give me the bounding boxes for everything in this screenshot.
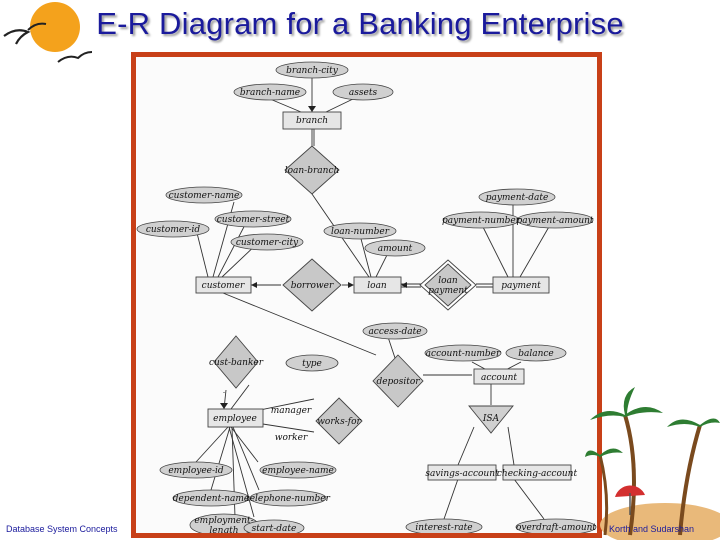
rel-borrower [282, 258, 342, 312]
footer-right: Korth and Sudarshan [609, 524, 695, 534]
attr-employee-name [259, 461, 337, 479]
attr-amount [364, 239, 426, 257]
rel-cust-banker [213, 335, 259, 389]
attr-assets [332, 83, 394, 101]
attr-type [285, 354, 339, 372]
diagram-frame: branch-city branch-name assets branch lo… [131, 52, 602, 538]
label-branch-name: branch-name [240, 88, 300, 98]
label-balance: balance [518, 349, 554, 359]
label-loan: loan [367, 281, 387, 291]
attr-customer-city [230, 233, 304, 251]
attr-loan-number [323, 222, 397, 240]
label-dependent-name: dependent-name [173, 494, 250, 504]
label-customer-city: customer-city [236, 238, 299, 248]
attr-employee-id [159, 461, 233, 479]
sun-bird-logo [3, 2, 93, 63]
label-customer-name: customer-name [169, 191, 240, 201]
entity-employee [207, 408, 264, 428]
label-branch-city: branch-city [286, 66, 339, 76]
label-assets: assets [349, 88, 378, 98]
label-checking-account: checking-account [497, 469, 578, 479]
label-branch: branch [296, 116, 328, 126]
attr-account-number [424, 344, 502, 362]
label-interest-rate: interest-rate [415, 523, 472, 533]
label-borrower: borrower [291, 281, 334, 291]
label-employment-length-1: employment- [194, 516, 253, 526]
label-account: account [481, 373, 517, 383]
attr-branch-name [233, 83, 307, 101]
attr-dependent-name [172, 489, 250, 507]
rel-works-for [315, 397, 363, 445]
label-role-manager: manager [271, 406, 312, 416]
rel-loan-branch [284, 145, 340, 195]
label-employment-length-2: length [209, 526, 238, 533]
attr-branch-city [275, 61, 349, 79]
label-payment: payment [501, 281, 541, 291]
isa-triangle [468, 405, 514, 434]
beach-palm-decoration [585, 387, 720, 540]
label-type: type [302, 359, 322, 369]
entity-payment [492, 276, 550, 294]
arrow-markers [220, 106, 407, 409]
label-works-for: works-for [317, 417, 361, 427]
footer-left: Database System Concepts [6, 524, 118, 534]
connector-lines [195, 77, 551, 520]
label-payment-number: payment-number [442, 216, 521, 226]
label-employee: employee [213, 414, 257, 424]
label-customer-street: customer-street [217, 215, 290, 225]
label-payment-date: payment-date [486, 193, 549, 203]
label-access-date: access-date [368, 327, 421, 337]
label-telephone-number: telephone-number [246, 494, 331, 504]
label-role-worker: worker [275, 433, 308, 443]
attr-customer-name [165, 186, 243, 204]
label-cust-banker: cust-banker [209, 358, 264, 368]
entity-account [473, 368, 525, 385]
rel-loan-payment [424, 263, 472, 307]
label-amount: amount [378, 244, 413, 254]
attr-access-date [362, 322, 428, 340]
attr-telephone-number [249, 489, 327, 507]
label-loan-number: loan-number [331, 227, 390, 237]
entity-checking-account [502, 464, 572, 481]
label-payment-amount: payment-amount [516, 216, 593, 226]
label-isa: ISA [482, 414, 500, 424]
label-savings-account: savings-account [425, 469, 499, 479]
entity-savings-account [427, 464, 497, 481]
rel-depositor [372, 354, 424, 408]
er-diagram: branch-city branch-name assets branch lo… [136, 61, 596, 537]
label-employee-name: employee-name [262, 466, 334, 476]
label-depositor: depositor [376, 377, 420, 387]
label-overdraft-amount: overdraft-amount [516, 523, 596, 533]
attr-payment-date [478, 188, 556, 206]
slide-title: E-R Diagram for a Banking Enterprise [96, 6, 624, 41]
label-loan-payment-line2: payment [428, 286, 468, 296]
attr-customer-id [136, 220, 210, 238]
attr-customer-street [214, 210, 292, 228]
attr-payment-amount [516, 211, 594, 229]
label-loan-payment-line1: loan [438, 276, 458, 286]
label-loan-branch: loan-branch [285, 166, 340, 176]
label-employee-id: employee-id [168, 466, 224, 476]
label-customer-id: customer-id [146, 225, 201, 235]
label-start-date: start-date [252, 524, 297, 533]
attr-balance [505, 344, 567, 362]
label-account-number: account-number [426, 349, 501, 359]
label-customer: customer [202, 281, 245, 291]
